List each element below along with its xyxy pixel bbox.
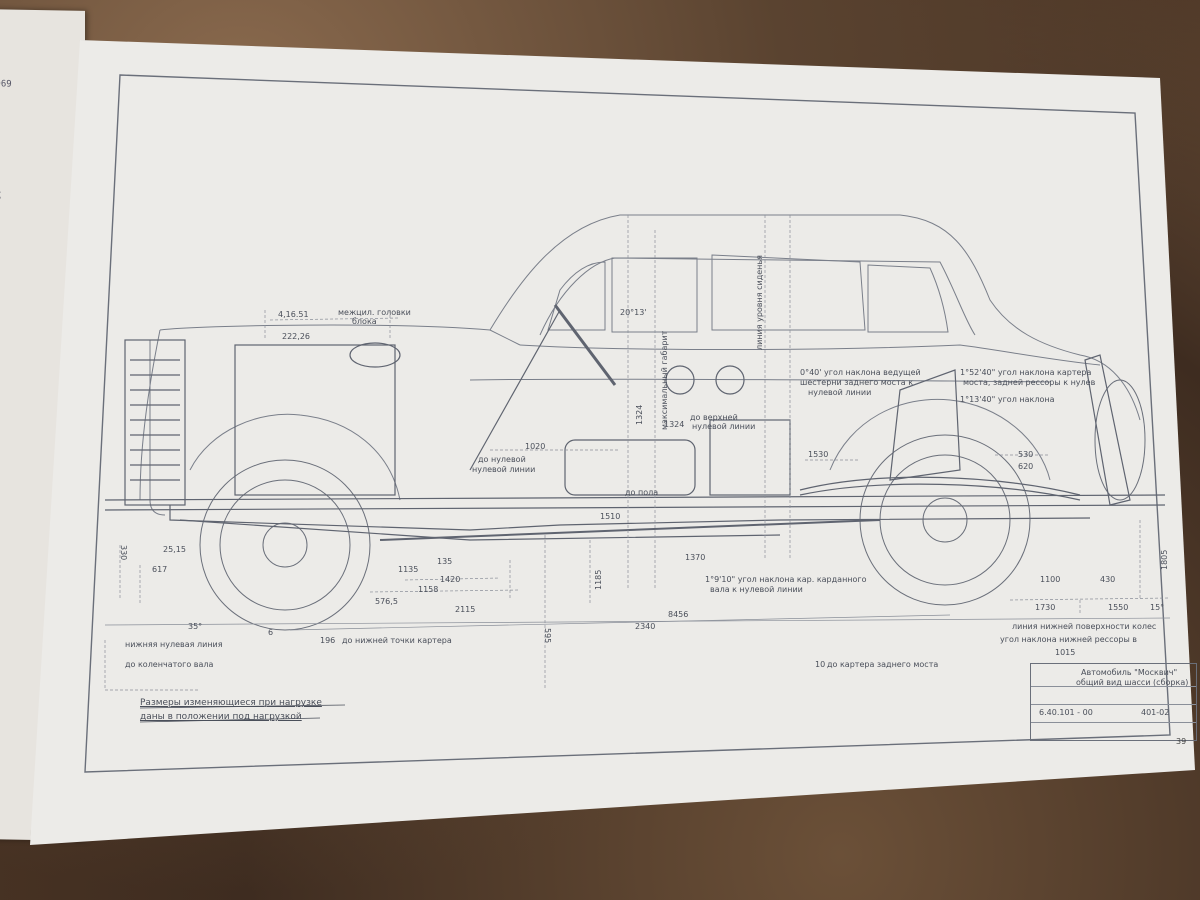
caption-line-2: даны в положении под нагрузкой: [140, 712, 302, 722]
dim-label: 20°13': [620, 308, 647, 317]
dim-label: 25,15: [163, 545, 186, 554]
note-label: нулевой линии: [692, 422, 756, 431]
dim-label: 222,26: [282, 332, 310, 341]
dim-label: 196: [320, 636, 336, 645]
stamp-sheet: 401-02: [1141, 708, 1170, 717]
caption-line-1: Размеры изменяющиеся при нагрузке: [140, 698, 322, 708]
dim-label: 1185: [594, 569, 603, 590]
note-label: 1°9'10" угол наклона кар. карданного: [705, 575, 867, 584]
note-label: межцил. головки: [338, 308, 411, 317]
dim-label: 1324: [635, 404, 644, 425]
stamp-title-1: Автомобиль "Москвич": [1081, 668, 1178, 677]
chassis-frame: [104, 304, 1166, 541]
wheels: [199, 379, 1146, 631]
dim-label: 1020: [525, 442, 546, 451]
dim-label: 617: [152, 565, 168, 574]
note-label: максимальный габарит: [660, 330, 669, 430]
dim-label: 1550: [1108, 603, 1129, 612]
dim-label: 1015: [1055, 648, 1076, 657]
note-label: 1°13'40" угол наклона: [960, 395, 1055, 404]
dimension-lines: [104, 215, 1171, 691]
dim-label: 330: [119, 545, 128, 561]
dim-label: 595: [543, 628, 552, 644]
note-label: нижняя нулевая линия: [125, 640, 223, 649]
dim-label: 1370: [685, 553, 706, 562]
note-label: 1°52'40" угол наклона картера: [960, 368, 1092, 377]
dim-label: 6: [268, 628, 274, 637]
note-label: линия нижней поверхности колес: [1012, 622, 1157, 631]
stamp-title-2: общий вид шасси (сборка): [1076, 678, 1189, 687]
note-label: до верхней: [690, 413, 738, 422]
note-label: вала к нулевой линии: [710, 585, 803, 594]
drawing-frame: [84, 74, 1171, 773]
note-label: до нулевой: [478, 455, 526, 464]
note-label: шестерни заднего моста к: [800, 378, 914, 387]
dim-label: 1730: [1035, 603, 1056, 612]
note-label: линия уровня сиденья: [755, 255, 764, 350]
dim-label: 1135: [398, 565, 419, 574]
dim-label: 1158: [418, 585, 439, 594]
drawing-page: [30, 40, 1195, 845]
dim-label: 1324: [664, 420, 685, 429]
note-label: до нижней точки картера: [342, 636, 452, 645]
note-label: нулевой линии: [808, 388, 872, 397]
dim-label: 4,16.51: [278, 310, 309, 319]
dim-label: 2340: [635, 622, 656, 631]
dim-label: 8456: [668, 610, 689, 619]
dim-label: 35°: [188, 622, 203, 631]
note-label: нулевой линии: [472, 465, 536, 474]
title-block: Автомобиль "Москвич" общий вид шасси (сб…: [1030, 663, 1197, 741]
dim-label: 135: [437, 557, 453, 566]
note-label: до коленчатого вала: [125, 660, 214, 669]
note-label: до пола: [625, 488, 659, 497]
dim-label: 1420: [440, 575, 461, 584]
dim-label: 1530: [808, 450, 829, 459]
dim-label: 10: [815, 660, 826, 669]
page-number: 39: [1176, 737, 1187, 746]
dim-label: 430: [1100, 575, 1116, 584]
rear-wheel: [859, 434, 1031, 606]
dim-label: 1805: [1160, 549, 1169, 570]
dim-label: 2115: [455, 605, 476, 614]
note-label: моста, задней рессоры к нулев: [963, 378, 1096, 387]
note-label: 0°40' угол наклона ведущей: [800, 368, 921, 377]
note-label: угол наклона нижней рессоры в: [1000, 635, 1138, 644]
front-wheel: [199, 459, 371, 631]
note-label: блока: [352, 317, 377, 326]
dim-label: 620: [1018, 462, 1034, 471]
dim-label: 15°: [1150, 603, 1165, 612]
dim-label: 1100: [1040, 575, 1061, 584]
dim-label: 576,5: [375, 597, 398, 606]
dim-label: 1510: [600, 512, 621, 521]
car-body-outline: [139, 214, 1141, 516]
stamp-code: 6.40.101 - 00: [1039, 708, 1093, 717]
caption-underlines: [139, 704, 346, 723]
note-label: до картера заднего моста: [827, 660, 939, 669]
dim-label: 530: [1018, 450, 1034, 459]
